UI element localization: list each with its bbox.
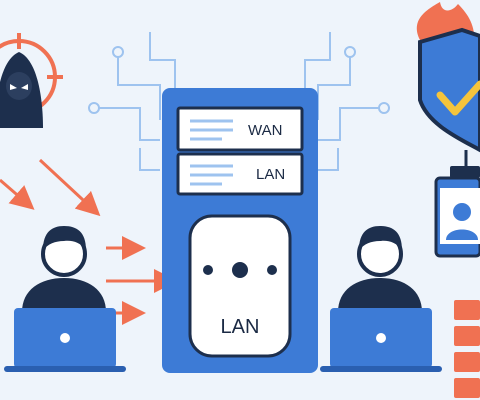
hooded-hacker-icon	[0, 52, 43, 128]
lan-core-label: LAN	[221, 316, 260, 338]
user-laptop-right	[320, 226, 442, 372]
lan-panel-label: LAN	[256, 166, 285, 183]
wan-label: WAN	[248, 122, 282, 139]
server-tower: WAN LAN LAN	[162, 88, 318, 373]
circuit-traces	[88, 32, 390, 171]
id-badge-icon	[434, 150, 480, 258]
shield-check-icon	[418, 27, 480, 153]
attack-arrows-upper	[0, 158, 101, 217]
lan-core	[188, 214, 292, 358]
firewall-bricks-icon	[454, 300, 480, 398]
user-laptop-left	[4, 226, 126, 372]
